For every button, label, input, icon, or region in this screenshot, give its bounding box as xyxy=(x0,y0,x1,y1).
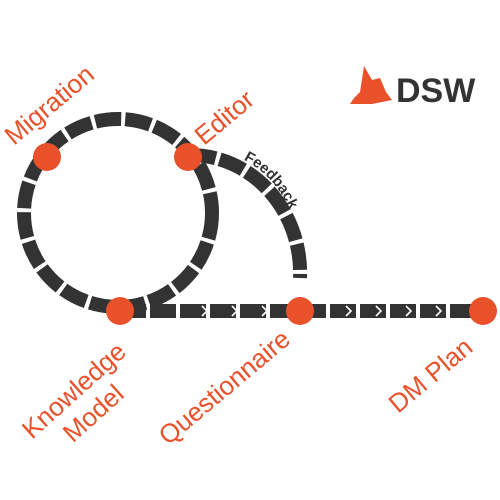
node-migration xyxy=(33,143,61,171)
flow-arrow xyxy=(231,305,239,317)
flow-arrow xyxy=(201,305,209,317)
label-migration: Migration xyxy=(0,59,100,151)
flow-arrow xyxy=(405,305,413,317)
label-dm-plan: DM Plan xyxy=(383,332,479,419)
logo-text: DSW xyxy=(396,72,476,110)
flow-arrow xyxy=(435,305,443,317)
node-dm-plan xyxy=(469,297,497,325)
dsw-logo: DSW xyxy=(350,66,476,110)
label-editor: Editor xyxy=(189,84,261,151)
flow-arrow xyxy=(345,305,353,317)
wizard-hat-icon xyxy=(350,66,392,104)
flow-arrows xyxy=(201,305,443,317)
label-knowledge-model: Knowledge Model xyxy=(16,336,132,448)
flow-arrow xyxy=(261,305,269,317)
node-questionnaire xyxy=(286,297,314,325)
node-editor xyxy=(174,143,202,171)
flow-arrow xyxy=(375,305,383,317)
lifecycle-circle-track xyxy=(17,112,219,314)
feedback-track xyxy=(189,147,308,279)
node-knowledge-model xyxy=(106,297,134,325)
label-questionnaire: Questionnaire xyxy=(153,324,296,451)
